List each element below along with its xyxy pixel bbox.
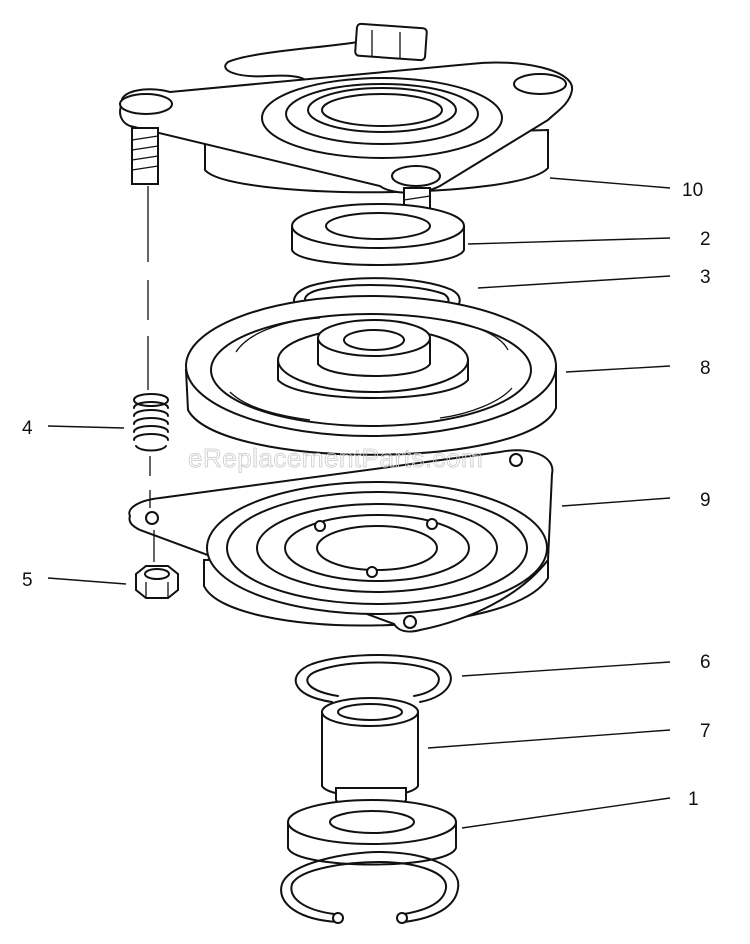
connector-icon: [354, 22, 428, 62]
hex-lock-nut: [135, 565, 179, 599]
callout-4: 4: [22, 418, 33, 439]
watermark-text: eReplacementParts.com: [188, 443, 483, 473]
leader-8: [565, 365, 671, 373]
leader-9: [561, 497, 671, 507]
leader-6: [461, 661, 671, 677]
lower-retaining-ring: [294, 654, 452, 703]
callout-10: 10: [682, 180, 703, 201]
lower-bearing: [287, 799, 457, 866]
callout-7: 7: [700, 721, 711, 742]
leader-3: [477, 275, 671, 289]
leader-2: [467, 237, 671, 245]
callout-6: 6: [700, 652, 711, 673]
stud-bolt-left: [131, 127, 159, 185]
bottom-snap-ring: [280, 851, 460, 924]
callout-1: 1: [688, 789, 699, 810]
leader-10: [549, 177, 671, 189]
upper-bearing: [291, 203, 465, 266]
callouts: 10 2 3 8 4 9 5 6 7 1: [22, 177, 711, 829]
compression-spring: [133, 393, 169, 452]
callout-3: 3: [700, 267, 711, 288]
callout-9: 9: [700, 490, 711, 511]
leader-5: [47, 577, 127, 585]
callout-8: 8: [700, 358, 711, 379]
armature-brake-plate: [128, 449, 554, 633]
assembly-axis-line: [147, 186, 155, 562]
callout-5: 5: [22, 570, 33, 591]
leader-1: [461, 797, 671, 829]
callout-2: 2: [700, 229, 711, 250]
spacer-hub: [321, 697, 419, 810]
leader-7: [427, 729, 671, 749]
leader-4: [47, 425, 125, 429]
rotor-pulley: [184, 295, 557, 456]
